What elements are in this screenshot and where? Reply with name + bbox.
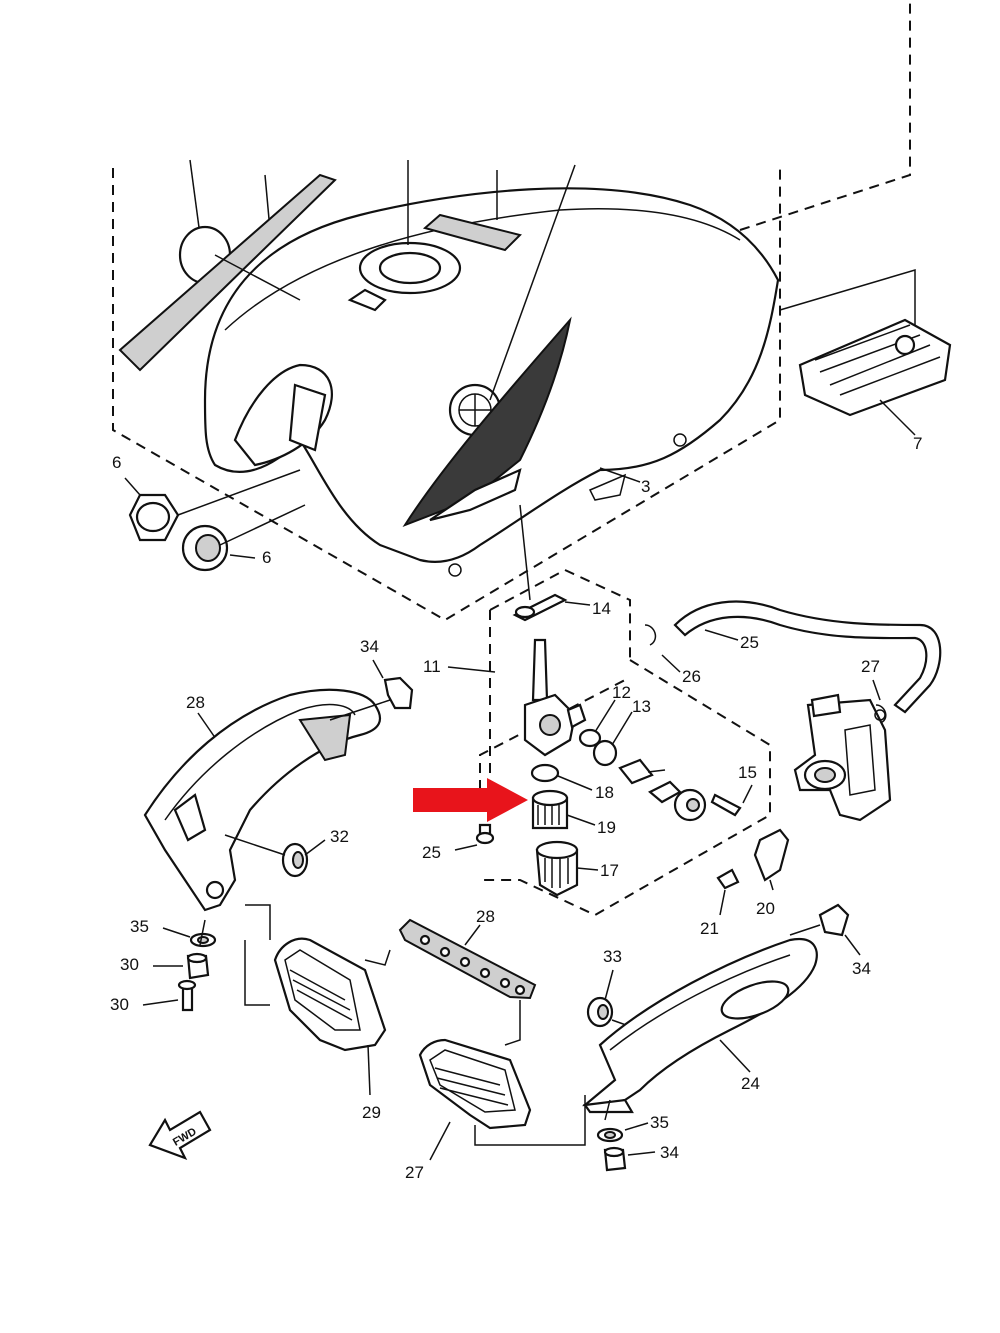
part-label-20: 21 [700,919,719,938]
part-28-left-cover: 28 [143,688,382,912]
carburetor [793,693,892,822]
part-label-6b: 6 [262,548,271,567]
part-30-grommets: 32 33 [224,827,641,1031]
part-17-filter: 19 [531,789,616,837]
part-label-28: 28 [186,693,205,712]
part-label-34a: 30 [120,955,139,974]
highlight-arrow-icon [413,778,528,822]
part-27-duct: 27 [405,1038,586,1182]
part-label-25b: 27 [861,657,880,676]
part-label-7: 7 [913,434,922,453]
part-label-31b: 34 [852,959,871,978]
part-label-29: 29 [362,1103,381,1122]
part-31-clip-left: 34 [329,637,414,721]
part-24-hose: 25 26 27 [644,600,942,724]
part-15-bowl: 17 [535,840,619,897]
part-21-screw: 25 [422,823,495,862]
fuel-cock-boundary [479,568,771,917]
fwd-arrow-icon: FWD [148,1110,212,1161]
part-label-30a: 32 [330,827,349,846]
parts-12-13: 12 13 [578,683,666,785]
part-19-knob: 20 21 [700,828,790,938]
part-label-11: 11 [423,657,441,676]
part-label-12: 12 [612,683,631,702]
part-label-3: 3 [641,477,650,496]
part-label-32: 28 [476,907,495,926]
part-label-18: 14 [592,599,611,618]
part-label-33: 30 [110,995,129,1014]
part-label-35b: 35 [650,1113,669,1132]
part-29-duct: 29 [244,904,391,1122]
part-label-25a: 26 [682,667,701,686]
part-31-clip-right: 34 [789,903,871,978]
part-label-14: 15 [738,763,757,782]
part-6-caps: 6 6 [112,453,306,572]
parts-34-35-right: 35 34 [596,1113,679,1172]
part-label-35a: 35 [130,917,149,936]
part-18-gasket: 14 [512,504,611,622]
part-14-plate: 15 [648,763,757,822]
part-label-15: 17 [600,861,619,880]
part-label-30b: 33 [603,947,622,966]
tank-group-boundary [112,0,911,622]
part-label-13: 13 [632,697,651,716]
part-label-26: 24 [741,1074,760,1093]
part-label-24: 25 [740,633,759,652]
part-11-fuel-cock: 11 [423,638,587,757]
part-label-6a: 6 [112,453,121,472]
part-label-19: 20 [756,899,775,918]
part-32-bracket: 28 [398,907,537,1046]
part-label-16: 18 [595,783,614,802]
parts-33-35-left: 35 30 30 [110,917,217,1014]
part-16-oring [530,763,560,783]
part-label-34b: 34 [660,1143,679,1162]
tank-decal-callouts [118,159,576,401]
part-label-21: 25 [422,843,441,862]
fuel-tank [203,187,780,577]
part-7-pad: 7 [779,268,952,453]
part-label-17: 19 [597,818,616,837]
part-label-27: 27 [405,1163,424,1182]
part-26-right-cover: 24 [581,937,818,1121]
part-label-31a: 34 [360,637,379,656]
